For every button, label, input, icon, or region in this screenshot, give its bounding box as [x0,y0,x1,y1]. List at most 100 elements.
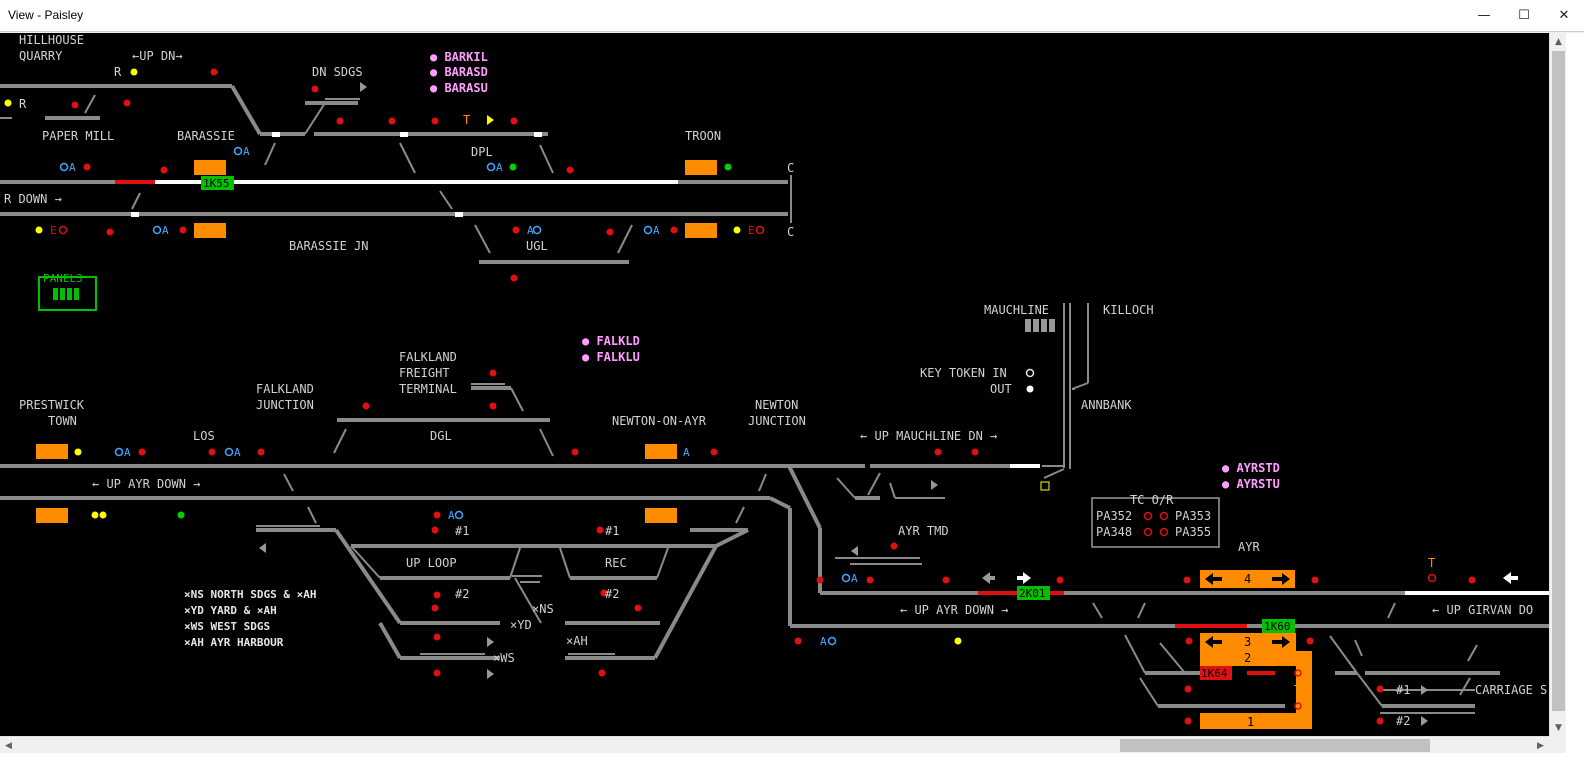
horizontal-scrollbar[interactable]: ◀ ▶ [0,736,1549,754]
berth-2k01[interactable] [1017,586,1050,600]
signal-red[interactable] [1311,576,1319,584]
horizontal-scroll-thumb[interactable] [1120,739,1430,752]
signal-green[interactable] [509,163,517,171]
scroll-up-icon[interactable]: ▲ [1555,36,1562,47]
berth-1k64[interactable] [1200,666,1232,680]
signal-red[interactable] [433,591,441,599]
auto-button-icon[interactable] [152,225,162,235]
signal-red[interactable] [388,117,396,125]
vertical-scrollbar[interactable]: ▲ ▼ [1549,33,1567,736]
signal-yellow[interactable] [130,68,138,76]
svg-text:NEWTON: NEWTON [755,398,798,412]
close-button[interactable]: ✕ [1558,8,1570,23]
describer-barasd[interactable]: ● BARASD [430,65,488,79]
signal-red[interactable] [1056,576,1064,584]
signal-red[interactable] [431,604,439,612]
signal-red[interactable] [160,166,168,174]
signal-red[interactable] [83,163,91,171]
signal-red[interactable] [433,511,441,519]
signal-red[interactable] [210,68,218,76]
signal-red[interactable] [106,228,114,236]
signal-red[interactable] [816,576,824,584]
signal-green[interactable] [177,511,185,519]
signal-red[interactable] [208,448,216,456]
signal-red[interactable] [1468,576,1476,584]
tc-pa355-button[interactable] [1159,527,1169,537]
describer-ayrstd[interactable]: ● AYRSTD [1222,461,1280,475]
signal-red[interactable] [670,226,678,234]
scroll-left-icon[interactable]: ◀ [5,740,12,751]
auto-button-icon[interactable] [532,225,542,235]
signalling-panel[interactable]: 1K55 A A A A A A E E HILLHOUSE QUARRY ←U… [0,33,1549,736]
label-r-down: R DOWN → [4,192,62,206]
berth-1k60[interactable] [1262,619,1295,633]
signal-red[interactable] [566,166,574,174]
signal-red[interactable] [794,637,802,645]
signal-red[interactable] [257,448,265,456]
auto-button-icon[interactable] [486,162,496,172]
signal-red[interactable] [123,99,131,107]
describer-ayrstu[interactable]: ● AYRSTU [1222,477,1280,491]
key-token-out-indicator[interactable] [1026,385,1034,393]
platform-newton-1 [645,444,677,459]
signal-red[interactable] [431,526,439,534]
signal-red[interactable] [971,448,979,456]
signal-yellow[interactable] [4,99,12,107]
signal-yellow[interactable] [99,511,107,519]
signal-red[interactable] [71,101,79,109]
signal-red[interactable] [634,604,642,612]
signal-red[interactable] [710,448,718,456]
describer-barasu[interactable]: ● BARASU [430,81,488,95]
signal-green[interactable] [724,163,732,171]
signal-red[interactable] [512,226,520,234]
signal-red[interactable] [934,448,942,456]
label-carriage-sidings: CARRIAGE S [1475,683,1547,697]
berth-1k55[interactable] [201,176,234,190]
describer-falklu[interactable]: ● FALKLU [582,350,640,364]
signal-yellow[interactable] [733,226,741,234]
key-token-in-indicator[interactable] [1025,368,1035,378]
svg-text:1K64: 1K64 [1201,667,1228,680]
scroll-right-icon[interactable]: ▶ [1537,740,1544,751]
signal-red[interactable] [431,117,439,125]
signal-red[interactable] [942,576,950,584]
signal-yellow[interactable] [35,226,43,234]
window-border-bottom [0,753,1566,762]
tc-pa353-button[interactable] [1159,511,1169,521]
signal-red[interactable] [510,117,518,125]
scroll-down-icon[interactable]: ▼ [1555,722,1562,733]
auto-button-icon[interactable] [59,162,69,172]
svg-text:E: E [748,224,755,237]
window-title: View - Paisley [8,8,84,22]
tc-pa352-button[interactable] [1143,511,1153,521]
signal-red[interactable] [890,542,898,550]
signal-red[interactable] [1306,637,1314,645]
signal-red[interactable] [138,448,146,456]
legend-ns: ×NS NORTH SDGS & ×AH [184,588,316,601]
signal-red[interactable] [311,85,319,93]
describer-falkld[interactable]: ● FALKLD [582,334,640,348]
svg-text:PA355: PA355 [1175,525,1211,539]
signal-red[interactable] [598,669,606,677]
signal-yellow[interactable] [91,511,99,519]
minimize-button[interactable]: — [1477,8,1491,23]
tc-pa348-button[interactable] [1143,527,1153,537]
svg-text:TOWN: TOWN [48,414,77,428]
signal-red[interactable] [1183,576,1191,584]
auto-button-icon[interactable] [643,225,653,235]
panel3-indicator[interactable]: PANEL3 [38,272,97,311]
signal-yellow[interactable] [954,637,962,645]
signal-yellow[interactable] [74,448,82,456]
signal-red[interactable] [600,589,608,597]
describer-barkil[interactable]: ● BARKIL [430,50,488,64]
signal-red[interactable] [336,117,344,125]
signal-red[interactable] [510,274,518,282]
auto-button-icon[interactable] [233,146,243,156]
signal-red[interactable] [866,576,874,584]
maximize-button[interactable]: ☐ [1518,8,1530,23]
signal-red[interactable] [1185,637,1193,645]
signal-red[interactable] [179,226,187,234]
signal-red[interactable] [596,526,604,534]
vertical-scroll-thumb[interactable] [1552,51,1565,711]
signal-red[interactable] [606,228,614,236]
